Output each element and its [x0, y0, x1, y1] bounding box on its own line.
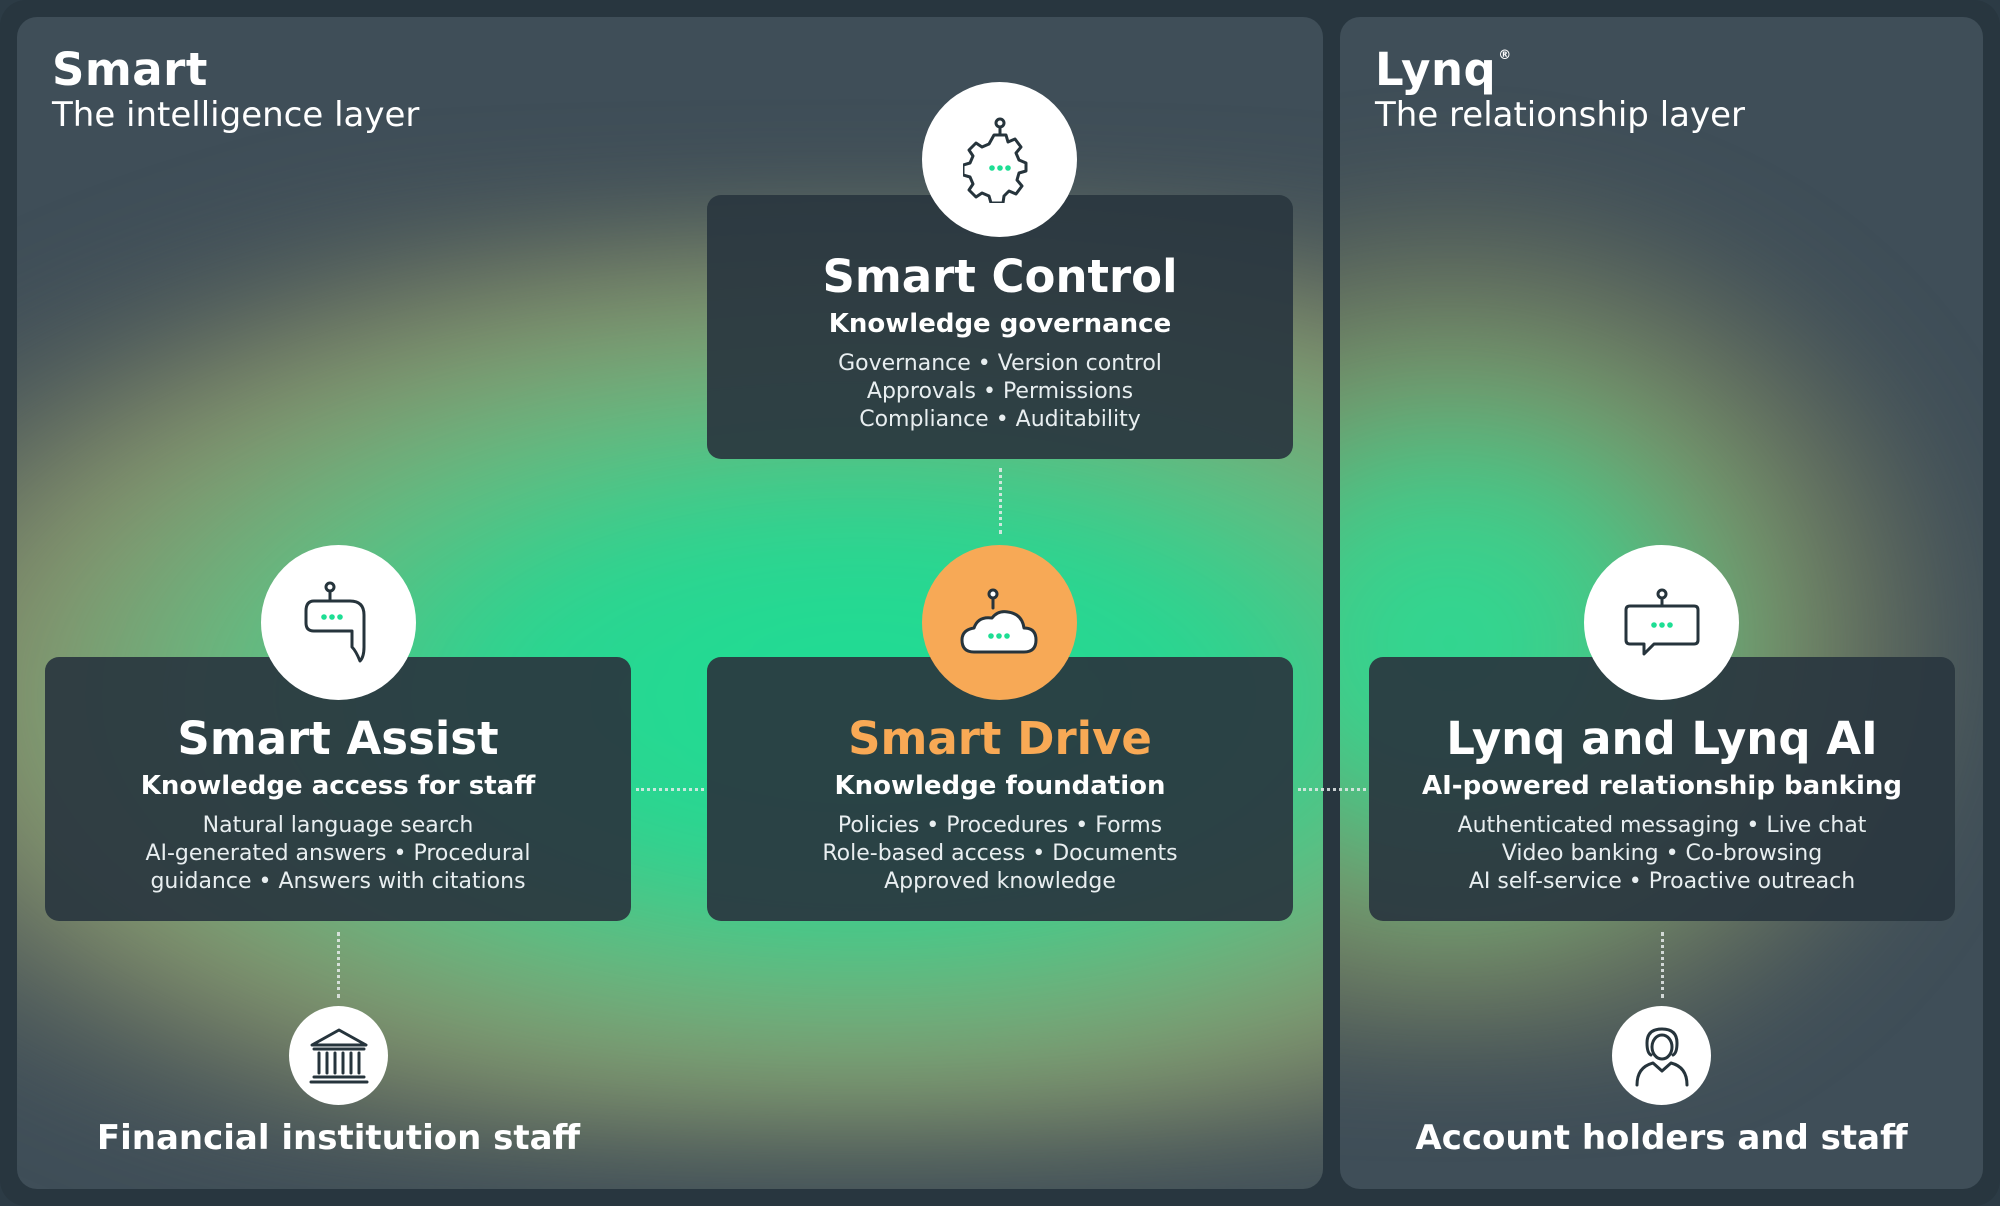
card-detail-line: Natural language search [202, 813, 474, 838]
connector-lynq-holders [1661, 932, 1664, 998]
card-title: Smart Assist [177, 712, 499, 765]
connector-assist-staff [337, 932, 340, 998]
bank-icon [309, 1028, 368, 1083]
speech-bubble-icon [304, 581, 365, 662]
card-subtitle: Knowledge governance [828, 308, 1172, 339]
smart-assist-card: Smart Assist Knowledge access for staff … [45, 657, 631, 921]
card-detail-line: Approvals • Permissions [866, 378, 1134, 404]
lynq-subtitle: The relationship layer [1375, 94, 1745, 135]
card-title: Smart Drive [848, 712, 1152, 765]
cloud-chat-icon [960, 588, 1037, 653]
person-icon [1635, 1027, 1688, 1086]
holders-icon-circle [1612, 1006, 1711, 1105]
smart-panel: Smart The intelligence layer [17, 17, 1323, 1189]
lynq-title: Lynq® [1375, 45, 1745, 95]
lynq-card: Lynq and Lynq AI AI-powered relationship… [1369, 657, 1955, 921]
card-detail-line: Policies • Procedures • Forms [837, 813, 1163, 838]
card-detail-line: AI-generated answers • Procedural [145, 840, 531, 866]
card-title: Lynq and Lynq AI [1446, 712, 1878, 765]
connector-control-drive [999, 468, 1002, 534]
lynq-icon-circle [1584, 545, 1739, 700]
card-detail-line: AI self-service • Proactive outreach [1468, 868, 1856, 894]
smart-assist-icon-circle [261, 545, 416, 700]
card-detail-line: Compliance • Auditability [859, 406, 1141, 432]
card-detail-line: Approved knowledge [884, 868, 1116, 894]
card-detail-line: guidance • Answers with citations [150, 868, 526, 894]
card-detail-line: Authenticated messaging • Live chat [1457, 813, 1867, 838]
trademark-mark: ® [1498, 48, 1512, 63]
smart-subtitle: The intelligence layer [52, 94, 420, 135]
smart-control-card: Smart Control Knowledge governance Gover… [707, 195, 1293, 459]
audience-label-holders: Account holders and staff [1415, 1118, 1908, 1158]
card-subtitle: Knowledge foundation [834, 770, 1166, 801]
audience-label-staff: Financial institution staff [96, 1118, 581, 1158]
card-subtitle: AI-powered relationship banking [1421, 770, 1902, 801]
connector-drive-lynq [1298, 788, 1366, 791]
card-detail-line: Governance • Version control [838, 351, 1162, 376]
lynq-title-text: Lynq [1375, 43, 1497, 96]
card-subtitle: Knowledge access for staff [140, 770, 536, 801]
smart-title: Smart [52, 43, 208, 96]
smart-drive-icon-circle [922, 545, 1077, 700]
chat-box-icon [1624, 588, 1699, 655]
smart-heading: Smart The intelligence layer [52, 45, 419, 135]
card-detail-line: Role-based access • Documents [822, 840, 1178, 866]
card-title: Smart Control [822, 250, 1178, 303]
connector-assist-drive [636, 788, 704, 791]
lynq-heading: Lynq® The relationship layer [1375, 45, 1745, 135]
smart-control-icon-circle [922, 82, 1077, 237]
smart-drive-card: Smart Drive Knowledge foundation Policie… [707, 657, 1293, 921]
staff-icon-circle [289, 1006, 388, 1105]
card-detail-line: Video banking • Co-browsing [1501, 840, 1823, 866]
gear-chat-icon [962, 117, 1027, 203]
